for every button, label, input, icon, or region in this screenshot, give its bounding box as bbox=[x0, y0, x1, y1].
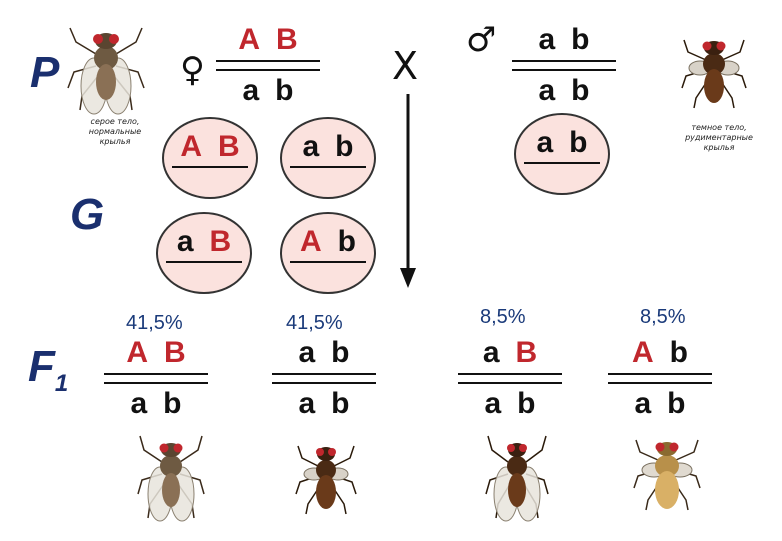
offspring-percent-2: 41,5% bbox=[286, 312, 343, 334]
offspring-fly-2-icon bbox=[295, 445, 357, 515]
cross-symbol: X bbox=[392, 44, 419, 88]
offspring-percent-3: 8,5% bbox=[480, 306, 526, 328]
male-phenotype-caption: темное тело, рудиментарные крылья bbox=[685, 123, 753, 152]
male-fly-icon bbox=[681, 39, 747, 109]
stage-label-f1: F1 bbox=[28, 342, 69, 397]
chromosome-lines bbox=[216, 60, 320, 71]
offspring-fly-4-icon bbox=[633, 439, 701, 511]
stage-label-g: G bbox=[70, 190, 105, 239]
down-arrow-icon bbox=[400, 94, 416, 288]
offspring-percent-4: 8,5% bbox=[640, 306, 686, 328]
offspring-fly-1-icon bbox=[137, 435, 205, 522]
stage-label-p: P bbox=[30, 48, 60, 97]
male-symbol: ♂ bbox=[466, 20, 497, 60]
offspring-percent-1: 41,5% bbox=[126, 312, 183, 334]
offspring-fly-3-icon bbox=[485, 435, 549, 522]
female-fly-icon bbox=[67, 27, 145, 115]
female-symbol: ♀ bbox=[180, 50, 205, 90]
chromosome-lines bbox=[512, 60, 616, 71]
female-phenotype-caption: серое тело, нормальные крылья bbox=[88, 117, 142, 146]
